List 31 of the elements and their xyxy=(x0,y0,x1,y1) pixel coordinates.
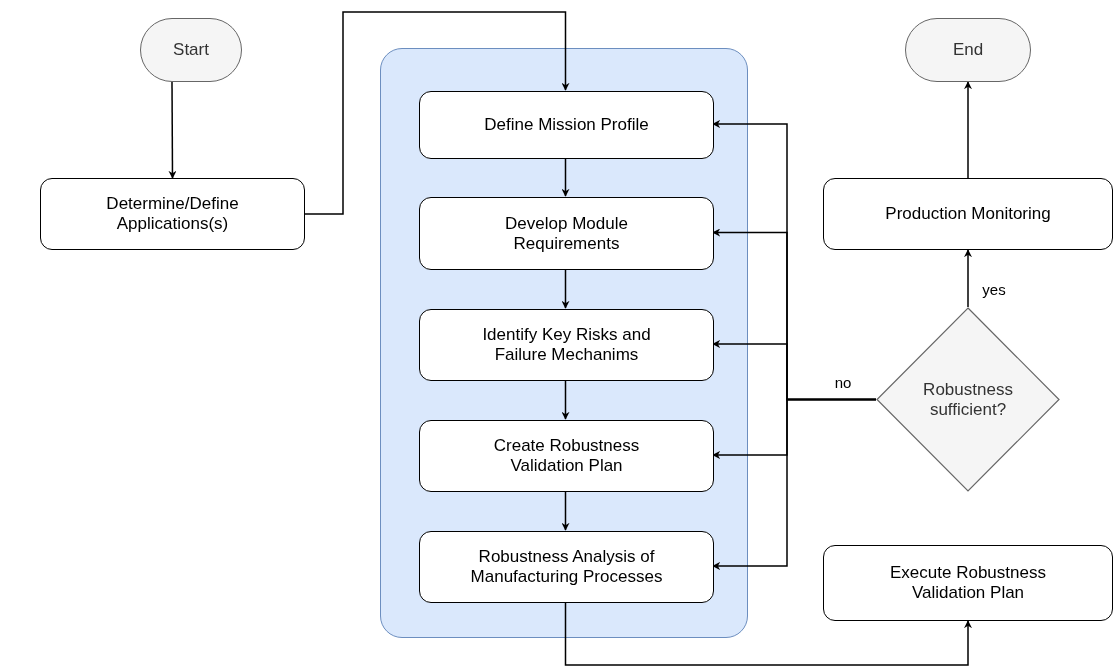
node-label: End xyxy=(952,40,984,60)
connector-arrow xyxy=(964,249,972,308)
connector-arrow xyxy=(712,398,877,570)
process-box xyxy=(419,197,714,270)
connector-arrow xyxy=(564,601,972,666)
connector-arrow xyxy=(304,11,570,215)
process-box xyxy=(823,178,1113,250)
process-box xyxy=(419,91,714,159)
process-box xyxy=(419,531,714,603)
process-box xyxy=(419,309,714,381)
connector-arrow xyxy=(168,81,177,179)
node-label: Define Mission Profile xyxy=(484,115,649,135)
connector-arrow xyxy=(561,490,570,531)
node-label: Robustness sufficient? xyxy=(922,379,1014,420)
node-label: Robustness Analysis of Manufacturing Processes xyxy=(470,547,663,587)
process-box xyxy=(40,178,305,250)
node-label: Create Robustness Validation Plan xyxy=(492,436,641,476)
connector-arrow xyxy=(561,157,570,197)
connector-arrow xyxy=(561,268,570,309)
node-label: Identify Key Risks and Failure Mechanims xyxy=(481,325,652,365)
node-label: Start xyxy=(173,40,209,60)
node-label: Develop Module Requirements xyxy=(504,213,629,254)
group-panel xyxy=(380,48,748,638)
node-label: Execute Robustness Validation Plan xyxy=(889,563,1047,603)
decision-diamond xyxy=(876,307,1060,492)
connector-arrow xyxy=(964,81,972,179)
node-label: Production Monitoring xyxy=(885,204,1051,224)
process-box xyxy=(419,420,714,492)
process-box xyxy=(823,545,1113,621)
node-label: Determine/Define Applications(s) xyxy=(105,194,240,234)
connector-arrow xyxy=(561,379,570,420)
